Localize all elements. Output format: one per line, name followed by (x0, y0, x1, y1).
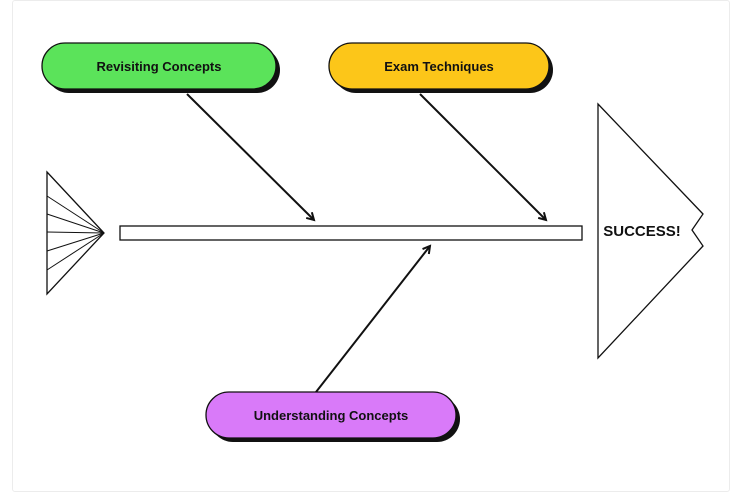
cause-label-exam-techniques: Exam Techniques (384, 59, 494, 74)
cause-understanding-concepts[interactable]: Understanding Concepts (205, 391, 460, 442)
cause-label-understanding-concepts: Understanding Concepts (254, 408, 409, 423)
fish-head: SUCCESS! (597, 102, 704, 360)
bone-arrow-revisiting (186, 93, 314, 220)
bone-arrow-exam (419, 93, 546, 220)
cause-revisiting-concepts[interactable]: Revisiting Concepts (41, 42, 280, 93)
cause-label-revisiting-concepts: Revisiting Concepts (97, 59, 222, 74)
cause-exam-techniques[interactable]: Exam Techniques (328, 42, 553, 93)
head-label: SUCCESS! (603, 223, 681, 240)
fish-spine (119, 225, 583, 241)
bone-arrow-understanding (315, 246, 430, 393)
fish-tail (46, 170, 105, 296)
